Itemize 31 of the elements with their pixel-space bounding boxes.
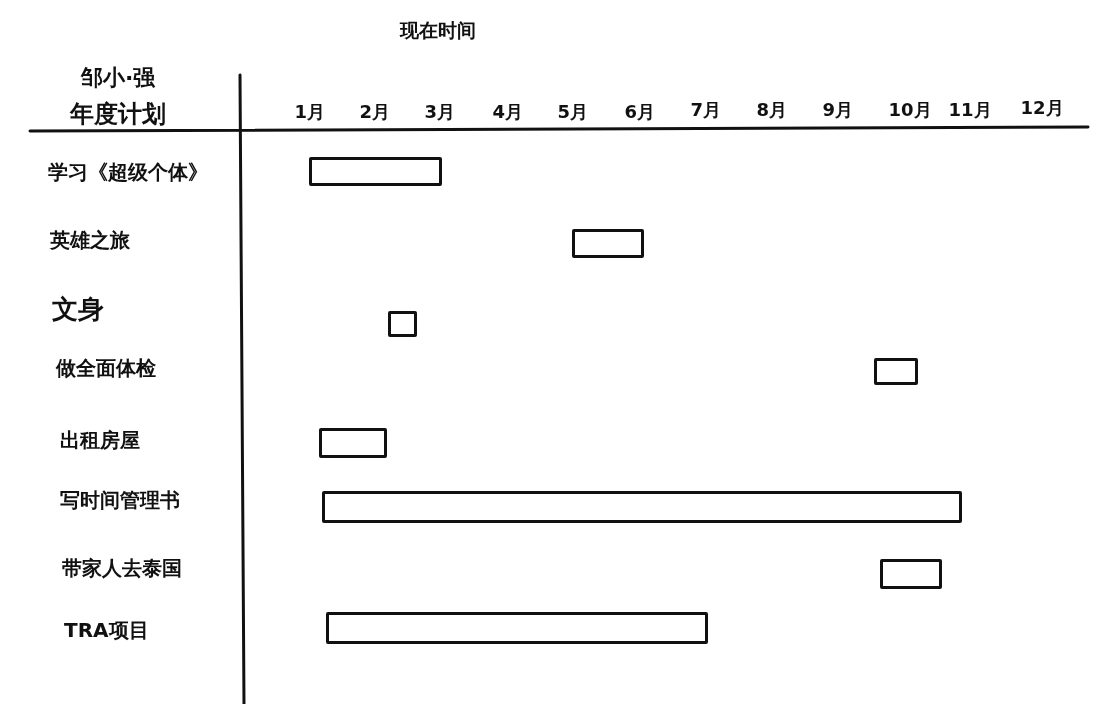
- month-label: 3月: [424, 103, 456, 121]
- month-label: 1月: [294, 103, 326, 121]
- timeline-bar: [319, 428, 387, 458]
- month-label: 9月: [822, 101, 854, 119]
- month-label: 8月: [756, 101, 788, 119]
- month-label: 11月: [948, 101, 992, 119]
- task-label: 英雄之旅: [50, 230, 130, 250]
- timeline-bar: [874, 358, 918, 385]
- timeline-bar: [326, 612, 708, 644]
- timeline-bar: [572, 229, 644, 258]
- task-label: 文身: [52, 296, 104, 322]
- timeline-bar: [322, 491, 962, 523]
- month-label: 12月: [1020, 99, 1064, 117]
- task-label: 写时间管理书: [60, 490, 180, 510]
- task-label: 带家人去泰国: [62, 558, 182, 578]
- heading-text: 邹小·强: [81, 67, 156, 89]
- month-label: 2月: [359, 103, 391, 121]
- task-label: 学习《超级个体》: [48, 162, 208, 182]
- month-label: 6月: [624, 103, 656, 121]
- month-label: 7月: [690, 101, 722, 119]
- timeline-bar: [880, 559, 942, 589]
- timeline-bar: [309, 157, 442, 186]
- task-label: 做全面体检: [56, 358, 156, 378]
- month-label: 10月: [888, 101, 932, 119]
- timeline-bar: [388, 311, 417, 337]
- title: 现在时间: [400, 20, 476, 40]
- month-label: 4月: [492, 103, 524, 121]
- task-label: TRA项目: [64, 620, 149, 640]
- heading-text: 年度计划: [70, 102, 166, 126]
- month-label: 5月: [557, 103, 589, 121]
- task-label: 出租房屋: [60, 430, 140, 450]
